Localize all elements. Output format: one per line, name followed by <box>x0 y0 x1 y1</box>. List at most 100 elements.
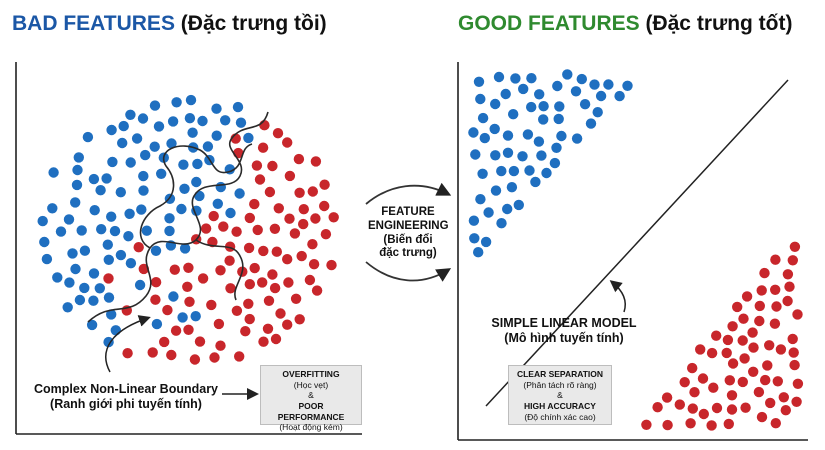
red-point <box>170 325 182 336</box>
blue-point <box>490 150 501 161</box>
red-point <box>661 392 673 403</box>
blue-point <box>220 115 231 126</box>
blue-point <box>89 205 100 216</box>
red-point <box>687 403 698 414</box>
red-point <box>263 295 275 306</box>
good-features-subheading: (Đặc trưng tốt) <box>645 12 793 35</box>
blue-point <box>502 203 513 215</box>
clear-separation-translation: (Phân tách rõ ràng) <box>523 379 597 390</box>
blue-point <box>579 99 591 110</box>
red-point <box>784 281 795 292</box>
blue-point <box>164 225 175 237</box>
bad-features-heading: BAD FEATURES <box>12 12 175 35</box>
red-point <box>271 246 282 257</box>
red-point <box>269 282 281 294</box>
blue-point <box>141 225 152 236</box>
left-red-points <box>103 120 339 365</box>
blue-point <box>470 149 481 160</box>
red-point <box>674 399 685 410</box>
clear-separation-text: CLEAR SEPARATION <box>516 369 604 379</box>
blue-point <box>118 120 129 132</box>
red-point <box>687 362 698 374</box>
blue-point <box>41 253 53 265</box>
blue-point <box>67 248 78 259</box>
red-point <box>267 160 278 172</box>
red-point <box>282 254 293 265</box>
blue-point <box>212 198 223 209</box>
blue-point <box>74 294 86 306</box>
red-point <box>756 285 767 296</box>
red-point <box>789 241 801 252</box>
red-point <box>224 255 235 266</box>
blue-point <box>576 73 587 85</box>
blue-point <box>477 112 489 124</box>
blue-point <box>52 272 63 283</box>
red-point <box>206 299 217 311</box>
red-point <box>727 321 738 332</box>
blue-point <box>536 150 547 161</box>
red-point <box>760 374 771 386</box>
red-point <box>792 309 803 320</box>
blue-point <box>168 291 179 302</box>
blue-point <box>479 132 490 144</box>
red-point <box>147 347 158 358</box>
blue-point <box>570 86 582 97</box>
blue-point <box>63 214 75 225</box>
feature-engineering-line-2: ENGINEERING <box>368 219 449 232</box>
red-point <box>262 323 274 334</box>
blue-point <box>556 130 567 142</box>
red-point <box>685 418 696 429</box>
blue-point <box>106 124 117 136</box>
blue-point <box>39 236 50 248</box>
blue-point <box>115 187 127 198</box>
blue-point <box>150 245 162 256</box>
red-point <box>284 170 296 182</box>
blue-point <box>530 176 541 188</box>
red-point <box>307 239 318 250</box>
red-point <box>679 377 690 388</box>
red-point <box>150 294 161 305</box>
left-blue-points <box>37 94 254 348</box>
red-point <box>775 344 787 355</box>
red-point <box>737 376 748 388</box>
blue-point <box>82 131 94 143</box>
blue-point <box>171 97 182 108</box>
red-point <box>257 142 269 153</box>
red-point <box>103 273 114 284</box>
feature-engineering-line-1: FEATURE <box>381 206 435 218</box>
red-point <box>243 298 254 309</box>
blue-point <box>125 109 136 121</box>
red-point <box>272 128 284 139</box>
blue-point <box>101 173 112 184</box>
blue-point <box>489 123 500 135</box>
blue-point <box>468 215 480 226</box>
blue-point <box>138 185 149 196</box>
boundary-arrow <box>105 315 151 373</box>
blue-point <box>225 207 236 219</box>
blue-point <box>149 100 161 111</box>
blue-point <box>55 226 67 237</box>
blue-point <box>506 182 518 193</box>
linear-model-line-1: SIMPLE LINEAR MODEL <box>491 316 637 330</box>
blue-point <box>243 132 254 144</box>
blue-point <box>554 101 565 112</box>
red-point <box>320 229 332 240</box>
poor-performance-translation: (Hoạt động kém) <box>279 422 343 433</box>
blue-point <box>191 176 202 188</box>
blue-point <box>95 185 106 196</box>
blue-point <box>124 208 135 219</box>
blue-point <box>166 138 177 149</box>
red-point <box>150 277 162 288</box>
red-point <box>772 376 783 387</box>
red-point <box>189 354 201 365</box>
blue-point <box>71 179 83 191</box>
red-point <box>197 273 209 284</box>
blue-point <box>589 79 600 90</box>
red-point <box>741 291 753 302</box>
red-point <box>310 156 322 167</box>
red-point <box>298 218 309 230</box>
red-point <box>283 277 294 288</box>
blue-point <box>64 277 75 288</box>
red-point <box>641 419 652 430</box>
clear-separation-box: CLEAR SEPARATION (Phân tách rõ ràng) & H… <box>508 365 612 425</box>
